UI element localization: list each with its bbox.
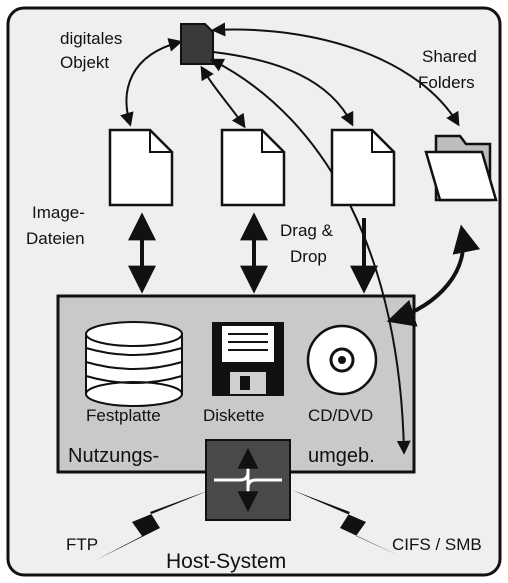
cd-dvd-icon bbox=[306, 324, 378, 396]
label-shared-folders-2: Folders bbox=[418, 73, 475, 92]
label-digital-object-2: Objekt bbox=[60, 53, 109, 72]
floppy-disk-icon bbox=[212, 322, 284, 396]
label-digital-object-1: digitales bbox=[60, 29, 122, 48]
shared-folder-icon bbox=[424, 150, 498, 202]
dragdrop-file-icon bbox=[330, 128, 396, 207]
arrow-folder-to-environment bbox=[386, 224, 481, 327]
label-ftp: FTP bbox=[66, 535, 98, 554]
label-image-files-2: Dateien bbox=[26, 229, 85, 248]
label-usage-env-left: Nutzungs- bbox=[68, 445, 159, 467]
label-drag-drop-2: Drop bbox=[290, 247, 327, 266]
image-file-icon bbox=[108, 128, 174, 207]
label-usage-env-right: umgeb. bbox=[308, 445, 375, 467]
arrow-object-to-image-file bbox=[120, 38, 183, 127]
arrow-object-to-shared-folder bbox=[211, 22, 460, 127]
floppy-file-fold bbox=[261, 130, 284, 153]
router-icon bbox=[205, 439, 291, 521]
label-shared-folders-1: Shared bbox=[422, 47, 477, 66]
hard-disk-icon bbox=[85, 321, 183, 407]
arrow-object-to-cd bbox=[209, 58, 411, 455]
label-cifs-smb: CIFS / SMB bbox=[392, 535, 482, 554]
image-file-fold bbox=[149, 130, 172, 153]
label-drag-drop-1: Drag & bbox=[280, 221, 334, 240]
label-host-system: Host-System bbox=[166, 550, 286, 573]
digital-object-icon bbox=[180, 23, 214, 65]
label-image-files-1: Image- bbox=[32, 203, 85, 222]
label-cd-dvd: CD/DVD bbox=[308, 406, 373, 425]
cifs-lightning-icon bbox=[292, 490, 400, 556]
dragdrop-file-fold bbox=[371, 130, 394, 153]
label-floppy: Diskette bbox=[203, 406, 264, 425]
label-hard-disk: Festplatte bbox=[86, 406, 161, 425]
ftp-lightning-icon bbox=[96, 490, 210, 560]
floppy-file-icon bbox=[220, 128, 286, 207]
